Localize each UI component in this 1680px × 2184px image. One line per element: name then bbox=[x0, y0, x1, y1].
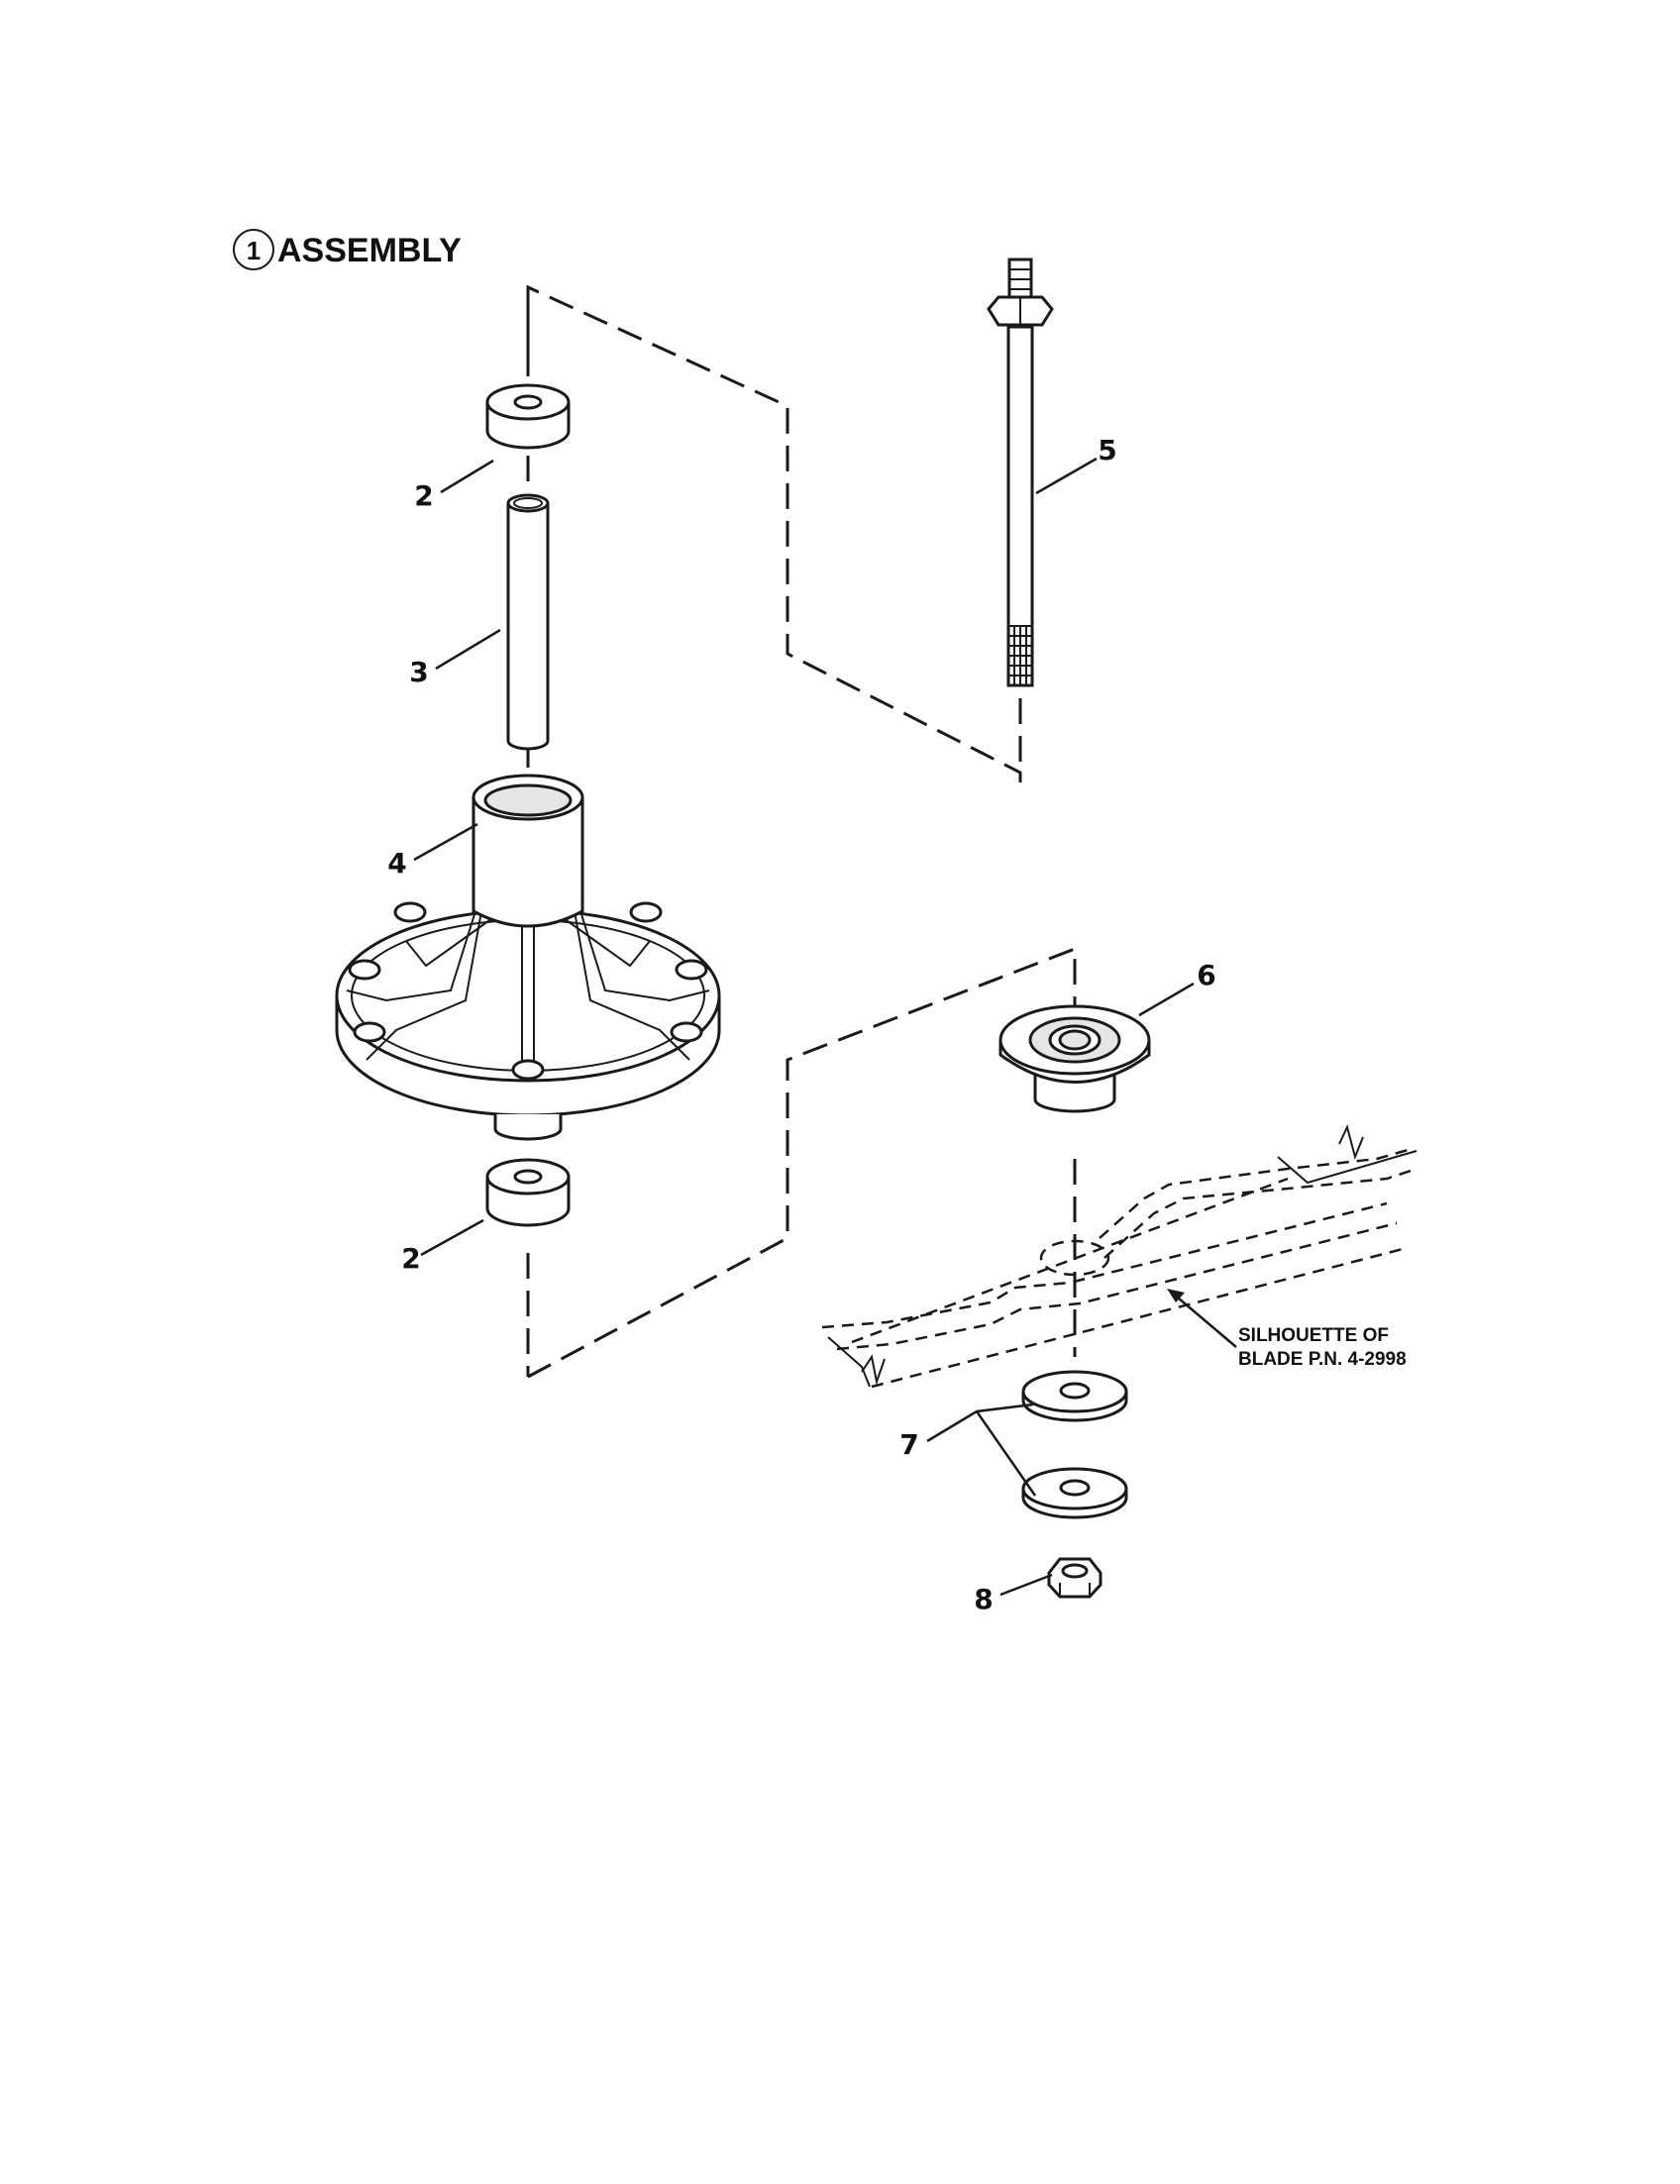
bolt-thread-lower bbox=[1008, 625, 1032, 685]
leader-5 bbox=[1035, 457, 1098, 495]
callout-8: 8 bbox=[974, 1583, 993, 1615]
spacer-bottom bbox=[485, 1158, 571, 1227]
blade-note: SILHOUETTE OF BLADE P.N. 4-2998 bbox=[1238, 1325, 1407, 1370]
note-line-2: BLADE P.N. 4-2998 bbox=[1238, 1349, 1407, 1370]
assembly-path-lower bbox=[527, 946, 1077, 1379]
leader-4 bbox=[413, 822, 478, 862]
note-arrow-icon bbox=[1167, 1289, 1185, 1302]
spacer-top bbox=[485, 383, 571, 450]
callout-2-bottom: 2 bbox=[401, 1242, 420, 1275]
title-number: 1 bbox=[247, 236, 261, 265]
assembly-title: 1 ASSEMBLY bbox=[233, 229, 462, 270]
callout-6: 6 bbox=[1197, 959, 1215, 991]
leader-3 bbox=[435, 628, 501, 671]
washer-lower bbox=[1021, 1467, 1128, 1519]
leader-8 bbox=[999, 1573, 1053, 1597]
callout-2-top: 2 bbox=[414, 479, 433, 512]
hex-nut bbox=[1047, 1557, 1102, 1599]
leader-6 bbox=[1138, 982, 1195, 1017]
leader-7-upper bbox=[926, 1403, 1034, 1443]
assembly-path-upper bbox=[526, 284, 1022, 792]
spindle-housing bbox=[335, 774, 721, 1141]
note-line-1: SILHOUETTE OF bbox=[1238, 1325, 1389, 1346]
title-text: ASSEMBLY bbox=[277, 232, 462, 269]
callout-5: 5 bbox=[1098, 434, 1116, 467]
leader-2-top bbox=[440, 459, 494, 494]
title-circle-icon bbox=[233, 229, 274, 270]
leader-note bbox=[1171, 1292, 1237, 1348]
leader-2-bottom bbox=[420, 1218, 484, 1257]
blade-adapter bbox=[998, 1004, 1151, 1113]
spacer-tube bbox=[506, 493, 550, 751]
callout-4: 4 bbox=[387, 847, 406, 880]
leader-7-lower bbox=[975, 1410, 1037, 1497]
spindle-bolt bbox=[987, 258, 1054, 687]
callout-3: 3 bbox=[409, 656, 428, 688]
callout-7: 7 bbox=[899, 1428, 918, 1461]
blade-silhouette bbox=[821, 1124, 1418, 1389]
washer-upper bbox=[1021, 1370, 1128, 1422]
